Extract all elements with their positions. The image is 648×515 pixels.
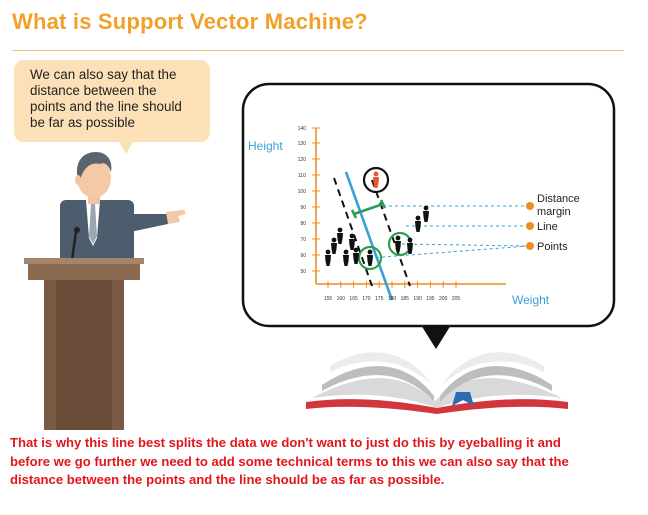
y-tick-label: 70 — [300, 237, 306, 243]
person-point-icon — [343, 249, 349, 266]
title-divider — [12, 50, 624, 51]
support-vector-circle — [357, 245, 383, 271]
y-tick-label: 80 — [300, 221, 306, 227]
x-tick-label: 185 — [401, 296, 410, 302]
speech-bubble-text: We can also say that the distance betwee… — [30, 67, 206, 131]
person-point-icon — [423, 205, 429, 222]
svm-chart: Height Weight Distance margin Line Point… — [248, 126, 580, 307]
chart-bubble — [241, 82, 616, 349]
x-tick-label: 205 — [452, 296, 461, 302]
caption-line: distance between the points and the line… — [10, 472, 445, 487]
speech-line: be far as possible — [30, 115, 135, 130]
person-point-icon — [367, 249, 373, 266]
annotation-dot — [526, 202, 534, 210]
annotation-dot — [526, 242, 534, 250]
speech-line: We can also say that the — [30, 67, 177, 82]
person-point-icon — [407, 237, 413, 254]
y-tick-label: 110 — [298, 173, 306, 179]
x-tick-label: 160 — [337, 296, 346, 302]
annotation-dot — [526, 222, 534, 230]
caption-line: That is why this line best splits the da… — [10, 435, 561, 450]
person-point-icon — [373, 171, 379, 188]
person-point-icon — [415, 215, 421, 232]
y-tick-label: 100 — [298, 189, 307, 195]
open-book-icon — [306, 352, 568, 414]
person-point-icon — [337, 227, 343, 244]
person-point-icon — [395, 235, 401, 252]
speech-line: distance between the — [30, 83, 157, 98]
person-point-icon — [325, 249, 331, 266]
y-tick-label: 90 — [300, 205, 306, 211]
annotation-points-label: Points — [537, 241, 568, 253]
speech-line: points and the line should — [30, 99, 182, 114]
person-point-icon — [349, 233, 355, 250]
y-axis-label: Height — [248, 139, 283, 153]
distance-margin-segment — [353, 202, 384, 216]
x-axis-label: Weight — [512, 293, 550, 307]
annotation-margin-label: margin — [537, 206, 571, 218]
y-tick-label: 120 — [298, 157, 307, 163]
page-title: What is Support Vector Machine? — [12, 9, 368, 34]
person-point-icon — [331, 237, 337, 254]
podium — [24, 258, 144, 430]
annotation-distance-label: Distance — [537, 193, 580, 205]
person-point-icon — [353, 247, 359, 264]
speech-bubble: We can also say that the distance betwee… — [14, 60, 210, 142]
x-tick-label: 170 — [362, 296, 371, 302]
y-tick-label: 140 — [298, 126, 307, 132]
x-tick-label: 175 — [375, 296, 384, 302]
x-tick-label: 190 — [413, 296, 422, 302]
y-tick-label: 50 — [300, 269, 306, 275]
annotation-line-label: Line — [537, 221, 558, 233]
outlier-circle — [362, 166, 390, 194]
presenter-figure — [60, 152, 186, 264]
x-tick-label: 195 — [426, 296, 435, 302]
y-tick-label: 60 — [300, 253, 306, 259]
caption-line: before we go further we need to add some… — [10, 453, 569, 469]
margin-line-right — [371, 179, 411, 287]
x-tick-label: 180 — [388, 296, 397, 302]
connector-points-b — [369, 245, 529, 259]
speech-bubble-tail — [118, 140, 134, 154]
caption: That is why this line best splits the da… — [10, 434, 640, 490]
x-tick-label: 200 — [439, 296, 448, 302]
separating-line — [344, 171, 394, 301]
y-tick-label: 130 — [298, 141, 307, 147]
x-tick-label: 165 — [349, 296, 358, 302]
x-tick-label: 155 — [324, 296, 333, 302]
